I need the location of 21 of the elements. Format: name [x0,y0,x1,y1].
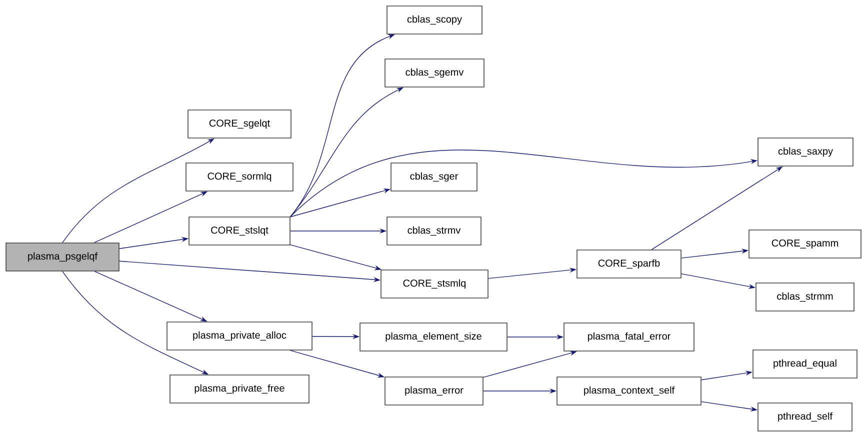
function-box: CORE_sparfb [576,250,682,278]
function-box: cblas_sgemv [384,58,484,88]
function-box: plasma_element_size [360,322,508,352]
function-box: cblas_scopy [386,6,482,34]
function-box: plasma_private_free [170,374,310,404]
function-box: plasma_context_self [556,376,702,406]
function-box: CORE_stsmlq [380,270,488,298]
function-box: cblas_strmm [756,282,854,312]
function-box: plasma_error [384,376,484,406]
function-box: cblas_sger [390,162,478,192]
function-box: pthread_equal [752,350,858,378]
function-box: cblas_strmv [386,216,482,246]
function-box: cblas_saxpy [758,138,854,166]
function-box: plasma_fatal_error [564,322,694,352]
function-box: CORE_spamm [748,230,862,258]
function-box: plasma_private_alloc [166,322,312,350]
function-box: CORE_sgelqt [188,110,292,138]
function-box: CORE_stslqt [188,216,290,246]
function-box: CORE_sormlq [186,162,294,192]
function-box: pthread_self [758,402,852,432]
function-box: plasma_psgelqf [6,242,120,272]
